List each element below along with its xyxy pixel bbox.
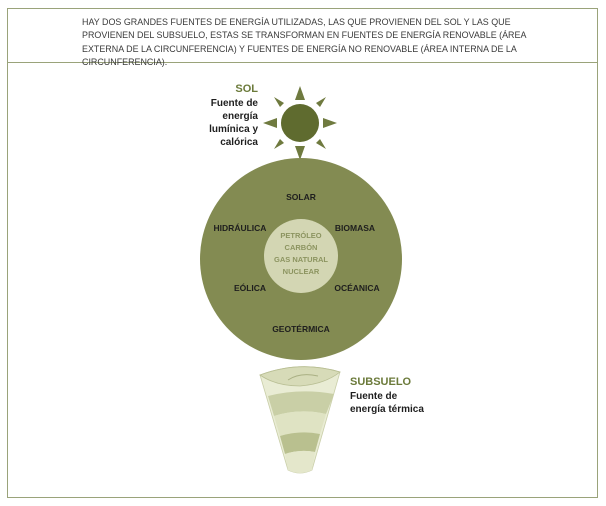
label-geotermica: GEOTÉRMICA <box>272 324 330 334</box>
sun-desc-line-4: calórica <box>220 137 258 148</box>
label-hidraulica: HIDRÁULICA <box>214 223 267 233</box>
sun-disc <box>281 104 319 142</box>
intro-text: HAY DOS GRANDES FUENTES DE ENERGÍA UTILI… <box>82 17 526 69</box>
label-petroleo: PETRÓLEO <box>280 231 321 240</box>
label-carbon: CARBÓN <box>285 243 318 252</box>
intro-box: HAY DOS GRANDES FUENTES DE ENERGÍA UTILI… <box>8 9 597 68</box>
sun-icon <box>263 86 337 160</box>
earth-layers-icon <box>259 366 341 474</box>
label-eolica: EÓLICA <box>234 282 266 293</box>
sun-rays <box>263 86 337 160</box>
subsoil-desc-line-2: energía térmica <box>350 404 424 415</box>
subsoil-title: SUBSUELO <box>350 376 412 388</box>
non-renewable-energy-circle <box>264 219 338 293</box>
sun-title: SOL <box>235 83 258 95</box>
sun-desc-line-3: lumínica y <box>209 124 258 135</box>
label-nuclear: NUCLEAR <box>283 267 320 276</box>
label-oceanica: OCÉANICA <box>334 283 379 293</box>
sun-desc-line-1: Fuente de <box>211 98 259 109</box>
diagram-frame: HAY DOS GRANDES FUENTES DE ENERGÍA UTILI… <box>7 8 598 498</box>
subsoil-desc-line-1: Fuente de <box>350 391 398 402</box>
label-biomasa: BIOMASA <box>335 223 375 233</box>
label-solar: SOLAR <box>286 192 316 202</box>
label-gas-natural: GAS NATURAL <box>274 255 328 264</box>
sun-desc-line-2: energía <box>222 111 258 122</box>
